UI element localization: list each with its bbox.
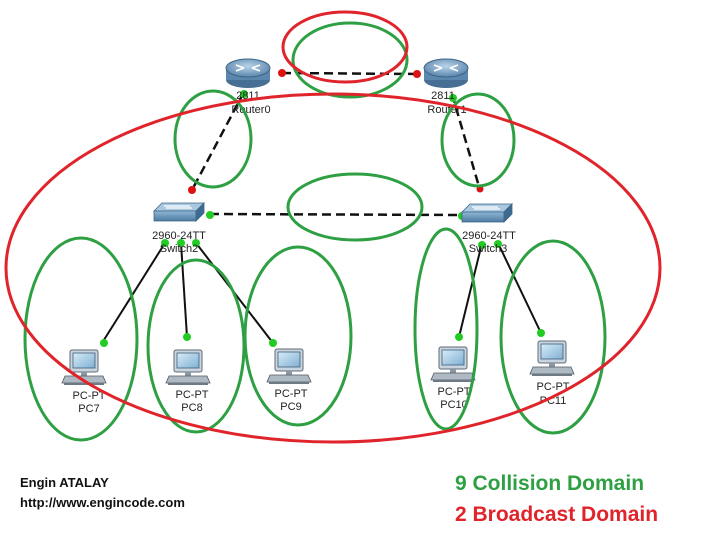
collision-domain-pc7 xyxy=(23,236,139,442)
pc8-model-label: PC-PT xyxy=(176,389,209,401)
router1[interactable] xyxy=(423,58,469,88)
pc10-model-label: PC-PT xyxy=(438,386,471,398)
link-switch2-pc8 xyxy=(180,242,188,338)
pc11-model-label: PC-PT xyxy=(537,381,570,393)
broadcast-domains xyxy=(4,10,662,444)
port-up-dot xyxy=(206,211,214,219)
port-down-dot xyxy=(278,69,286,77)
switch3[interactable] xyxy=(461,203,513,223)
port-up-dot xyxy=(192,239,200,247)
collision-domain-pc10 xyxy=(413,227,479,431)
link-switch2-pc7 xyxy=(101,242,166,344)
collision-domain-switch-link xyxy=(286,172,424,242)
author-name: Engin ATALAY xyxy=(20,475,109,490)
switch3-name-label: Switch3 xyxy=(469,243,508,255)
author-block: Engin ATALAY http://www.engincode.com xyxy=(20,473,185,513)
pc9-name-label: PC9 xyxy=(280,401,301,413)
router0-name-label: Router0 xyxy=(231,104,270,116)
switch2[interactable] xyxy=(153,202,205,222)
port-up-dot xyxy=(100,339,108,347)
link-router1-switch3 xyxy=(450,93,482,191)
pc9-model-label: PC-PT xyxy=(275,388,308,400)
domain-summary: 9 Collision Domain 2 Broadcast Domain xyxy=(455,468,658,530)
port-up-dot xyxy=(269,339,277,347)
link-switch2-switch3 xyxy=(209,212,463,217)
router0[interactable] xyxy=(225,58,271,88)
broadcast-domain-lan xyxy=(4,92,662,444)
broadcast-domain-router-link xyxy=(281,10,409,84)
port-up-dot xyxy=(455,333,463,341)
link-router0-switch2 xyxy=(190,91,246,191)
link-switch3-pc10 xyxy=(458,242,483,338)
pc10-name-label: PC10 xyxy=(440,399,468,411)
collision-domains xyxy=(23,21,607,442)
pc11[interactable] xyxy=(529,340,575,377)
port-up-dot xyxy=(161,239,169,247)
switch-arrows-icon xyxy=(164,205,192,209)
switch2-name-label: Switch2 xyxy=(160,243,199,255)
pc8[interactable] xyxy=(165,349,211,386)
router-arrows-icon xyxy=(235,64,261,72)
port-up-dot xyxy=(537,329,545,337)
collision-domain-router-link xyxy=(291,21,409,99)
router1-model-label: 2811 xyxy=(431,90,455,102)
port-down-dot xyxy=(413,70,421,78)
author-url[interactable]: http://www.engincode.com xyxy=(20,495,185,510)
port-up-dot xyxy=(183,333,191,341)
switch3-model-label: 2960-24TT xyxy=(462,230,516,242)
collision-domain-router0-switch2 xyxy=(173,89,253,189)
pc10[interactable] xyxy=(430,346,476,383)
port-up-dot xyxy=(449,94,457,102)
switch-arrows-icon xyxy=(472,206,500,210)
pc11-name-label: PC11 xyxy=(540,395,567,407)
pc7-model-label: PC-PT xyxy=(73,390,106,402)
collision-domain-count: 9 Collision Domain xyxy=(455,472,645,495)
port-up-dot xyxy=(177,239,185,247)
collision-domain-pc9 xyxy=(243,245,353,427)
link-switch3-pc11 xyxy=(497,242,542,334)
pc7-name-label: PC7 xyxy=(78,403,99,415)
switch2-model-label: 2960-24TT xyxy=(152,230,206,242)
collision-domain-router1-switch3 xyxy=(440,92,516,188)
router-arrows-icon xyxy=(433,64,459,72)
port-down-dot xyxy=(188,186,196,194)
port-up-dot xyxy=(494,240,502,248)
port-up-dot xyxy=(240,90,248,98)
broadcast-domain-count: 2 Broadcast Domain xyxy=(455,503,659,526)
port-up-dot xyxy=(478,241,486,249)
collision-domain-pc11 xyxy=(499,239,607,435)
pc8-name-label: PC8 xyxy=(181,402,202,414)
pc9[interactable] xyxy=(266,348,312,385)
